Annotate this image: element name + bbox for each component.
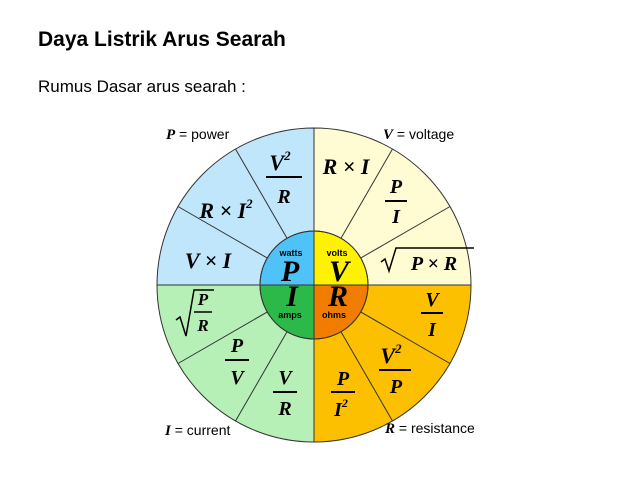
formula-v-times-i: V × I <box>185 248 233 273</box>
center-r-symbol: R <box>327 280 348 313</box>
formula-r-times-i: R × I <box>322 154 371 179</box>
resistance-quadrant <box>313 284 472 443</box>
formula-sqrt-p-over-r: P R <box>175 289 214 337</box>
formula-v-over-r: V R <box>273 367 297 420</box>
svg-text:V × I: V × I <box>185 248 233 273</box>
svg-text:V: V <box>425 289 440 311</box>
legend-current: I = current <box>164 422 230 439</box>
svg-text:R × I: R × I <box>322 154 371 179</box>
power-quadrant <box>156 127 315 286</box>
svg-text:V2: V2 <box>380 341 402 368</box>
slide-subtitle: Rumus Dasar arus searah : <box>38 77 246 96</box>
svg-text:R: R <box>196 316 208 335</box>
formula-p-over-i2: P I2 <box>331 368 355 421</box>
svg-text:P × R: P × R <box>410 253 457 275</box>
formula-p-over-v: P V <box>225 335 249 389</box>
center-v-symbol: V <box>329 255 352 288</box>
amps-label: amps <box>278 310 302 320</box>
svg-text:I: I <box>427 319 437 341</box>
svg-text:V2: V2 <box>269 148 291 175</box>
svg-text:P: P <box>389 376 403 398</box>
svg-text:P: P <box>336 368 350 390</box>
watts-label: watts <box>278 248 302 258</box>
svg-text:P: P <box>197 290 209 309</box>
center-i-symbol: I <box>285 280 299 313</box>
legend-power: P = power <box>166 126 230 143</box>
svg-text:P: P <box>230 335 244 357</box>
svg-text:R: R <box>276 186 290 208</box>
current-quadrant <box>156 284 315 443</box>
formula-p-over-i: P I <box>385 176 407 228</box>
svg-text:I: I <box>391 206 401 228</box>
ohms-label: ohms <box>322 310 346 320</box>
svg-text:V: V <box>278 367 293 389</box>
svg-text:V: V <box>230 367 245 389</box>
slide-title: Daya Listrik Arus Searah <box>38 28 286 51</box>
formula-v-over-i: V I <box>421 289 443 341</box>
formula-sqrt-p-times-r: P × R <box>380 247 474 275</box>
svg-text:I2: I2 <box>333 396 348 421</box>
center-p-symbol: P <box>280 255 300 288</box>
formula-v2-over-p: V2 P <box>379 341 411 398</box>
volts-label: volts <box>326 248 347 258</box>
legend-voltage: V = voltage <box>383 126 454 143</box>
svg-text:R: R <box>277 398 291 420</box>
formula-v2-over-r: V2 R <box>266 148 302 208</box>
svg-text:R × I2: R × I2 <box>198 196 253 223</box>
legend-resistance: R = resistance <box>384 420 475 437</box>
formula-r-times-i2: R × I2 <box>198 196 253 223</box>
svg-text:P: P <box>389 176 403 198</box>
voltage-quadrant <box>313 127 472 286</box>
